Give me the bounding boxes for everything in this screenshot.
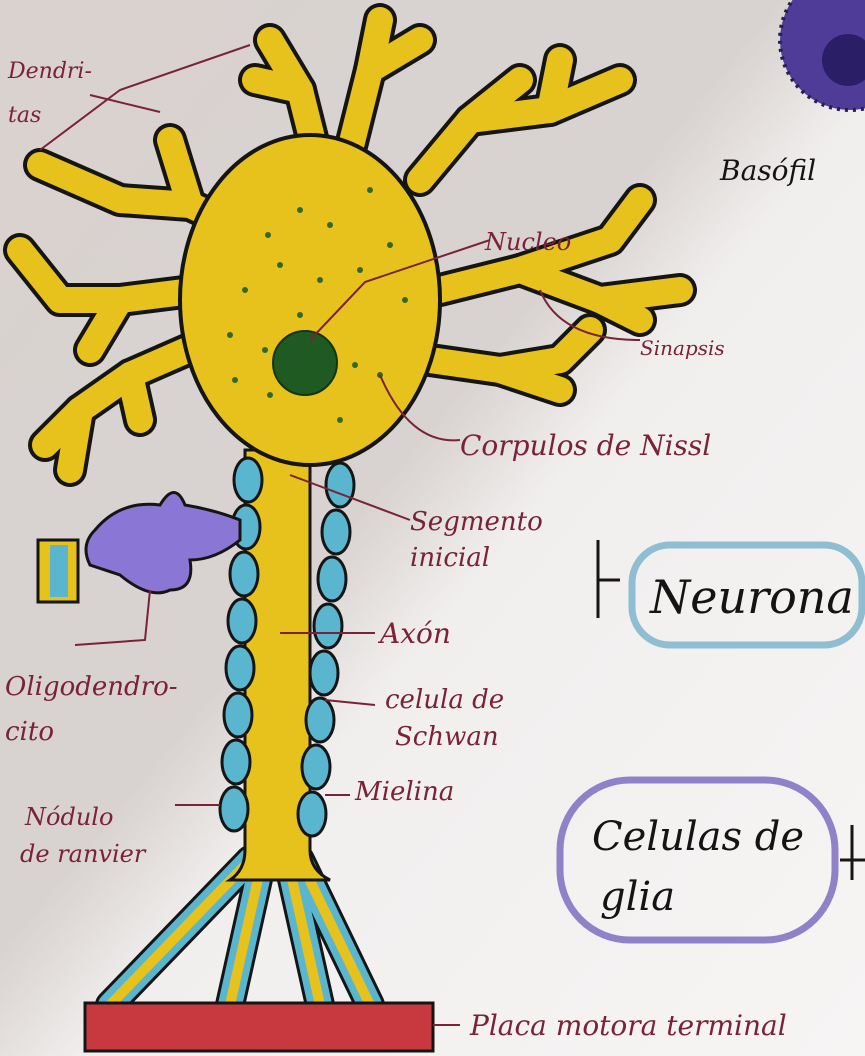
label-mielina: Mielina bbox=[354, 777, 454, 807]
label-dendritas-line2: tas bbox=[8, 103, 41, 128]
neurona-title: Neurona bbox=[649, 570, 854, 624]
soma bbox=[180, 135, 440, 465]
label-nodulo-line2: de ranvier bbox=[20, 840, 147, 868]
label-dendritas-line1: Dendri- bbox=[7, 59, 92, 84]
glia-title-line2: glia bbox=[600, 874, 675, 920]
nucleus bbox=[273, 331, 337, 395]
label-nucleo: Nucleo bbox=[484, 228, 571, 256]
label-corpulos-nissl: Corpulos de Nissl bbox=[460, 429, 711, 462]
motor-end-plate bbox=[85, 1003, 433, 1051]
label-segmento-line1: Segmento bbox=[410, 507, 543, 537]
label-oligodendrocito-line1: Oligodendro- bbox=[5, 672, 178, 702]
label-celula-schwan-line1: celula de bbox=[385, 685, 504, 715]
label-sinapsis: Sinapsis bbox=[640, 336, 725, 360]
label-celula-schwan-line2: Schwan bbox=[395, 722, 499, 752]
glia-title-line1: Celulas de bbox=[592, 814, 804, 860]
label-basofil: Basófil bbox=[719, 154, 816, 187]
label-placa-motora: Placa motora terminal bbox=[469, 1009, 787, 1042]
label-nodulo-line1: Nódulo bbox=[24, 803, 113, 831]
label-oligodendrocito-line2: cito bbox=[5, 717, 54, 747]
label-axon: Axón bbox=[377, 617, 451, 650]
label-segmento-line2: inicial bbox=[410, 543, 490, 573]
